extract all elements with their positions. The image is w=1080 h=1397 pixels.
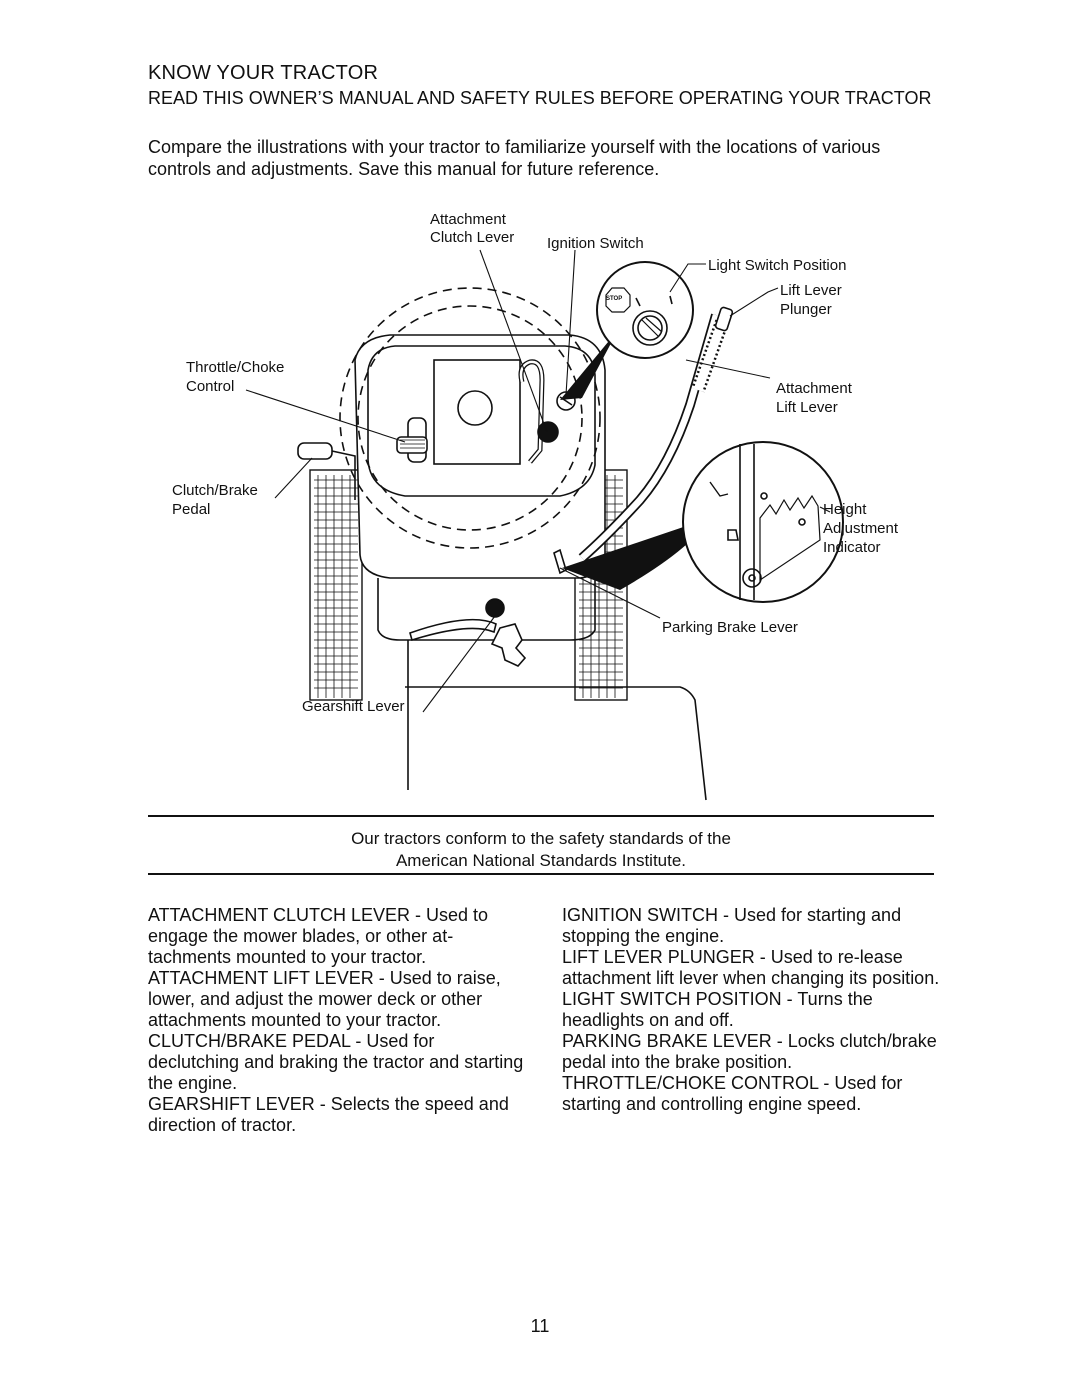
- page-number: 11: [530, 1316, 550, 1336]
- desc-lift-lever-plunger: LIFT LEVER PLUNGER - Used to re-lease at…: [562, 947, 940, 988]
- clutch-pedal-shape: [297, 442, 333, 460]
- label-throttle-choke-1: Throttle/Choke: [186, 359, 285, 376]
- label-attachment-clutch-1: Attachment: [430, 211, 506, 228]
- ansi-line-2: American National Standards Institute.: [395, 851, 687, 870]
- label-attachment-clutch-2: Clutch Lever: [430, 229, 515, 246]
- label-attachment-lift-2: Lift Lever: [776, 399, 838, 416]
- desc-gearshift-lever: GEARSHIFT LEVER - Selects the speed and …: [148, 1094, 509, 1135]
- label-height-adjust-3: Indicator: [823, 539, 881, 556]
- desc-light-switch-position: LIGHT SWITCH POSITION - Turns the headli…: [562, 989, 873, 1030]
- desc-attachment-lift-lever: ATTACHMENT LIFT LEVER - Used to raise, l…: [148, 968, 501, 1030]
- label-throttle-choke-2: Control: [186, 378, 235, 395]
- label-light-switch-position: Light Switch Position: [708, 257, 847, 274]
- left-description-column: ATTACHMENT CLUTCH LEVER - Used to engage…: [148, 905, 528, 1136]
- label-lift-lever-plunger-1: Lift Lever: [780, 282, 842, 299]
- ansi-line-1: Our tractors conform to the safety stand…: [351, 829, 731, 848]
- tractor-controls-diagram: Attachment Clutch Lever Ignition Switch …: [150, 200, 930, 810]
- label-lift-lever-plunger-2: Plunger: [780, 301, 832, 318]
- label-attachment-lift-1: Attachment: [776, 380, 852, 397]
- safety-subheading: READ THIS OWNER’S MANUAL AND SAFETY RULE…: [148, 88, 932, 108]
- tractor-illustration: [245, 249, 844, 801]
- page-heading: KNOW YOUR TRACTOR: [148, 62, 379, 84]
- desc-attachment-clutch-lever: ATTACHMENT CLUTCH LEVER - Used to engage…: [148, 905, 489, 967]
- label-ignition-switch: Ignition Switch: [547, 235, 644, 252]
- stop-symbol-text: STOP: [606, 296, 623, 302]
- right-description-column: IGNITION SWITCH - Used for starting and …: [562, 905, 942, 1115]
- label-gearshift-lever: Gearshift Lever: [302, 698, 405, 715]
- desc-parking-brake-lever: PARKING BRAKE LEVER - Locks clutch/brake…: [562, 1031, 937, 1072]
- label-parking-brake: Parking Brake Lever: [662, 619, 798, 636]
- desc-ignition-switch: IGNITION SWITCH - Used for starting and …: [562, 905, 902, 946]
- intro-paragraph: Compare the illustrations with your trac…: [148, 137, 881, 179]
- label-height-adjust-2: Adjustment: [823, 520, 899, 537]
- top-rule: [148, 815, 934, 817]
- left-fender-grid: [309, 469, 363, 701]
- label-height-adjust-1: Height: [823, 501, 867, 518]
- desc-clutch-brake-pedal: CLUTCH/BRAKE PEDAL - Used for declutchin…: [148, 1031, 524, 1093]
- bottom-rule: [148, 873, 934, 875]
- label-clutch-brake-2: Pedal: [172, 501, 211, 518]
- label-clutch-brake-1: Clutch/Brake: [172, 482, 258, 499]
- desc-throttle-choke-control: THROTTLE/CHOKE CONTROL - Used for starti…: [562, 1073, 903, 1114]
